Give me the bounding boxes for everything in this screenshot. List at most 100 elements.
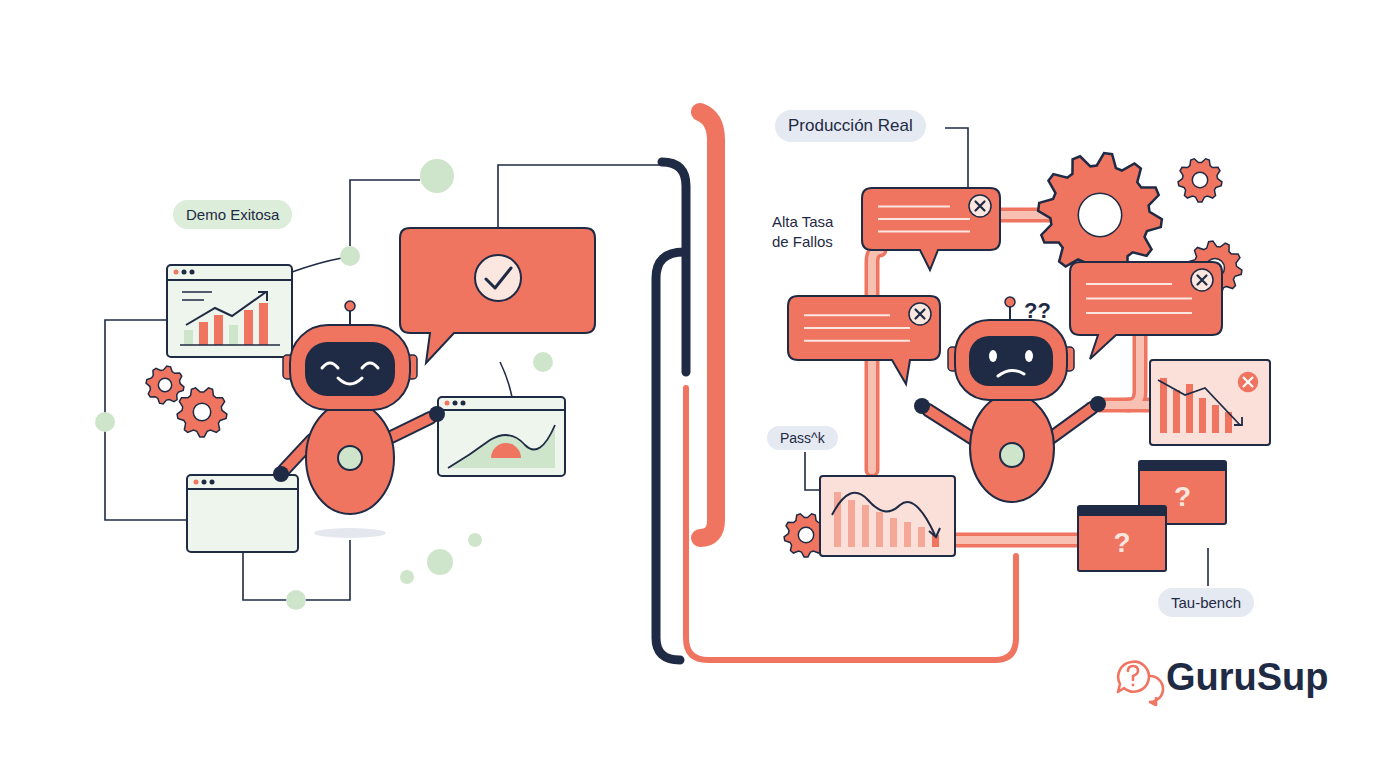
gear bbox=[177, 388, 227, 437]
speech-bubbles bbox=[400, 188, 1222, 384]
line-chart-window-part bbox=[445, 401, 450, 406]
speech-bubble-part bbox=[1086, 298, 1192, 300]
speech-bubble-part bbox=[1070, 262, 1222, 359]
bar-chart-window-part bbox=[184, 330, 193, 345]
confused-robot-part bbox=[989, 350, 997, 362]
bar-chart-window-part bbox=[186, 292, 266, 325]
divider-part bbox=[700, 112, 716, 538]
falling-chart-window-part bbox=[1160, 378, 1167, 433]
line-chart-window bbox=[438, 397, 565, 476]
confused-robot-part bbox=[914, 398, 930, 414]
happy-robot-part bbox=[273, 466, 289, 482]
logo-wordmark: GuruSup bbox=[1166, 656, 1329, 699]
node-text: ? bbox=[1174, 481, 1191, 513]
green-dots-part bbox=[420, 159, 454, 193]
confused-robot-part bbox=[1000, 443, 1024, 467]
falling-chart-window-part bbox=[890, 518, 897, 547]
bar-chart-window-part bbox=[174, 270, 179, 275]
falling-chart-window-part bbox=[1150, 360, 1270, 445]
gear-part bbox=[798, 527, 813, 542]
speech-bubble-part bbox=[1086, 312, 1192, 314]
green-dots-part bbox=[95, 412, 115, 432]
speech-bubble-part bbox=[1191, 269, 1213, 291]
speech-bubble-part bbox=[804, 314, 890, 316]
speech-bubble bbox=[788, 296, 940, 384]
falling-chart-window bbox=[1150, 360, 1270, 445]
confused-robot-part bbox=[928, 410, 975, 440]
line-chart-window-part bbox=[453, 401, 458, 406]
happy-robot bbox=[273, 301, 445, 538]
tag-pill: Pass^k bbox=[767, 426, 838, 450]
gear-window-part bbox=[187, 488, 298, 490]
logo-icon-part bbox=[1118, 662, 1149, 692]
divider-part bbox=[686, 388, 1016, 660]
question-window: ? bbox=[1077, 505, 1167, 572]
confused-robot-part bbox=[955, 320, 1067, 400]
speech-bubble bbox=[862, 188, 1000, 270]
gear-part bbox=[146, 366, 184, 404]
wire-lines-part bbox=[805, 452, 820, 490]
bar-chart-window-part bbox=[244, 310, 253, 345]
speech-bubble-part bbox=[804, 340, 910, 342]
gear-window bbox=[187, 475, 298, 552]
wire-lines-part bbox=[945, 128, 968, 188]
gear bbox=[1038, 153, 1162, 277]
falling-chart-window-part bbox=[1199, 398, 1206, 433]
falling-chart-window-part bbox=[1212, 405, 1219, 433]
confused-robot-part bbox=[998, 370, 1024, 376]
check-icon-part bbox=[475, 255, 521, 301]
bar-chart-window-part bbox=[258, 292, 267, 301]
gear bbox=[146, 366, 184, 404]
falling-chart-window-part bbox=[904, 522, 911, 547]
line-chart-window-part bbox=[461, 401, 466, 406]
tag-pill: Producción Real bbox=[775, 110, 926, 142]
speech-bubble bbox=[1070, 262, 1222, 359]
gear-window-part bbox=[187, 475, 298, 552]
falling-chart-window-part bbox=[862, 505, 869, 547]
speech-bubble-part bbox=[909, 303, 931, 325]
bar-chart-window-part bbox=[167, 265, 292, 357]
question-marks: ?? bbox=[1024, 298, 1051, 324]
wire-lines-part bbox=[500, 362, 512, 397]
gear-part bbox=[193, 403, 211, 421]
falling-chart-window-part bbox=[1237, 371, 1259, 393]
gear-window-part bbox=[202, 480, 207, 485]
bar-chart-window-part bbox=[229, 325, 238, 345]
gear-window-part bbox=[210, 480, 215, 485]
bar-chart-window-part bbox=[182, 270, 187, 275]
green-dots-part bbox=[468, 533, 482, 547]
speech-bubble-part bbox=[878, 206, 950, 208]
green-dots-part bbox=[286, 590, 306, 610]
falling-chart-window-part bbox=[832, 493, 935, 535]
falling-chart-window-part bbox=[1186, 384, 1193, 433]
green-dots bbox=[95, 159, 553, 610]
wire-lines-part bbox=[1207, 548, 1209, 586]
node-text: ? bbox=[1113, 527, 1130, 559]
node-text: Producción Real bbox=[788, 116, 913, 136]
speech-bubble-part bbox=[969, 195, 991, 217]
node-text: Tau-bench bbox=[1171, 594, 1241, 611]
falling-chart-window-part bbox=[918, 527, 925, 547]
falling-chart-window-part bbox=[1243, 377, 1253, 387]
falling-chart-window bbox=[820, 476, 955, 556]
falling-chart-window-part bbox=[876, 512, 883, 547]
gear-part bbox=[1178, 159, 1222, 202]
happy-robot-part bbox=[345, 301, 355, 311]
logo-icon-part bbox=[1132, 684, 1135, 687]
pipes-part-part bbox=[1128, 335, 1140, 405]
wire-lines-part bbox=[292, 258, 342, 272]
confused-robot-part bbox=[969, 336, 1053, 386]
speech-bubble-part bbox=[916, 310, 925, 319]
confused-robot-part bbox=[1048, 408, 1092, 440]
tag-pill: Demo Exitosa bbox=[173, 200, 292, 229]
happy-robot-part bbox=[306, 402, 394, 514]
happy-robot-part bbox=[338, 446, 362, 470]
bar-chart-window-part bbox=[180, 344, 280, 346]
speech-bubble-part bbox=[878, 230, 970, 232]
falling-chart-window-part bbox=[1234, 417, 1242, 425]
falling-chart-window-part bbox=[1158, 380, 1240, 425]
happy-robot-part bbox=[322, 363, 378, 368]
happy-robot-part bbox=[429, 406, 445, 422]
falling-chart-window-part bbox=[820, 476, 955, 556]
